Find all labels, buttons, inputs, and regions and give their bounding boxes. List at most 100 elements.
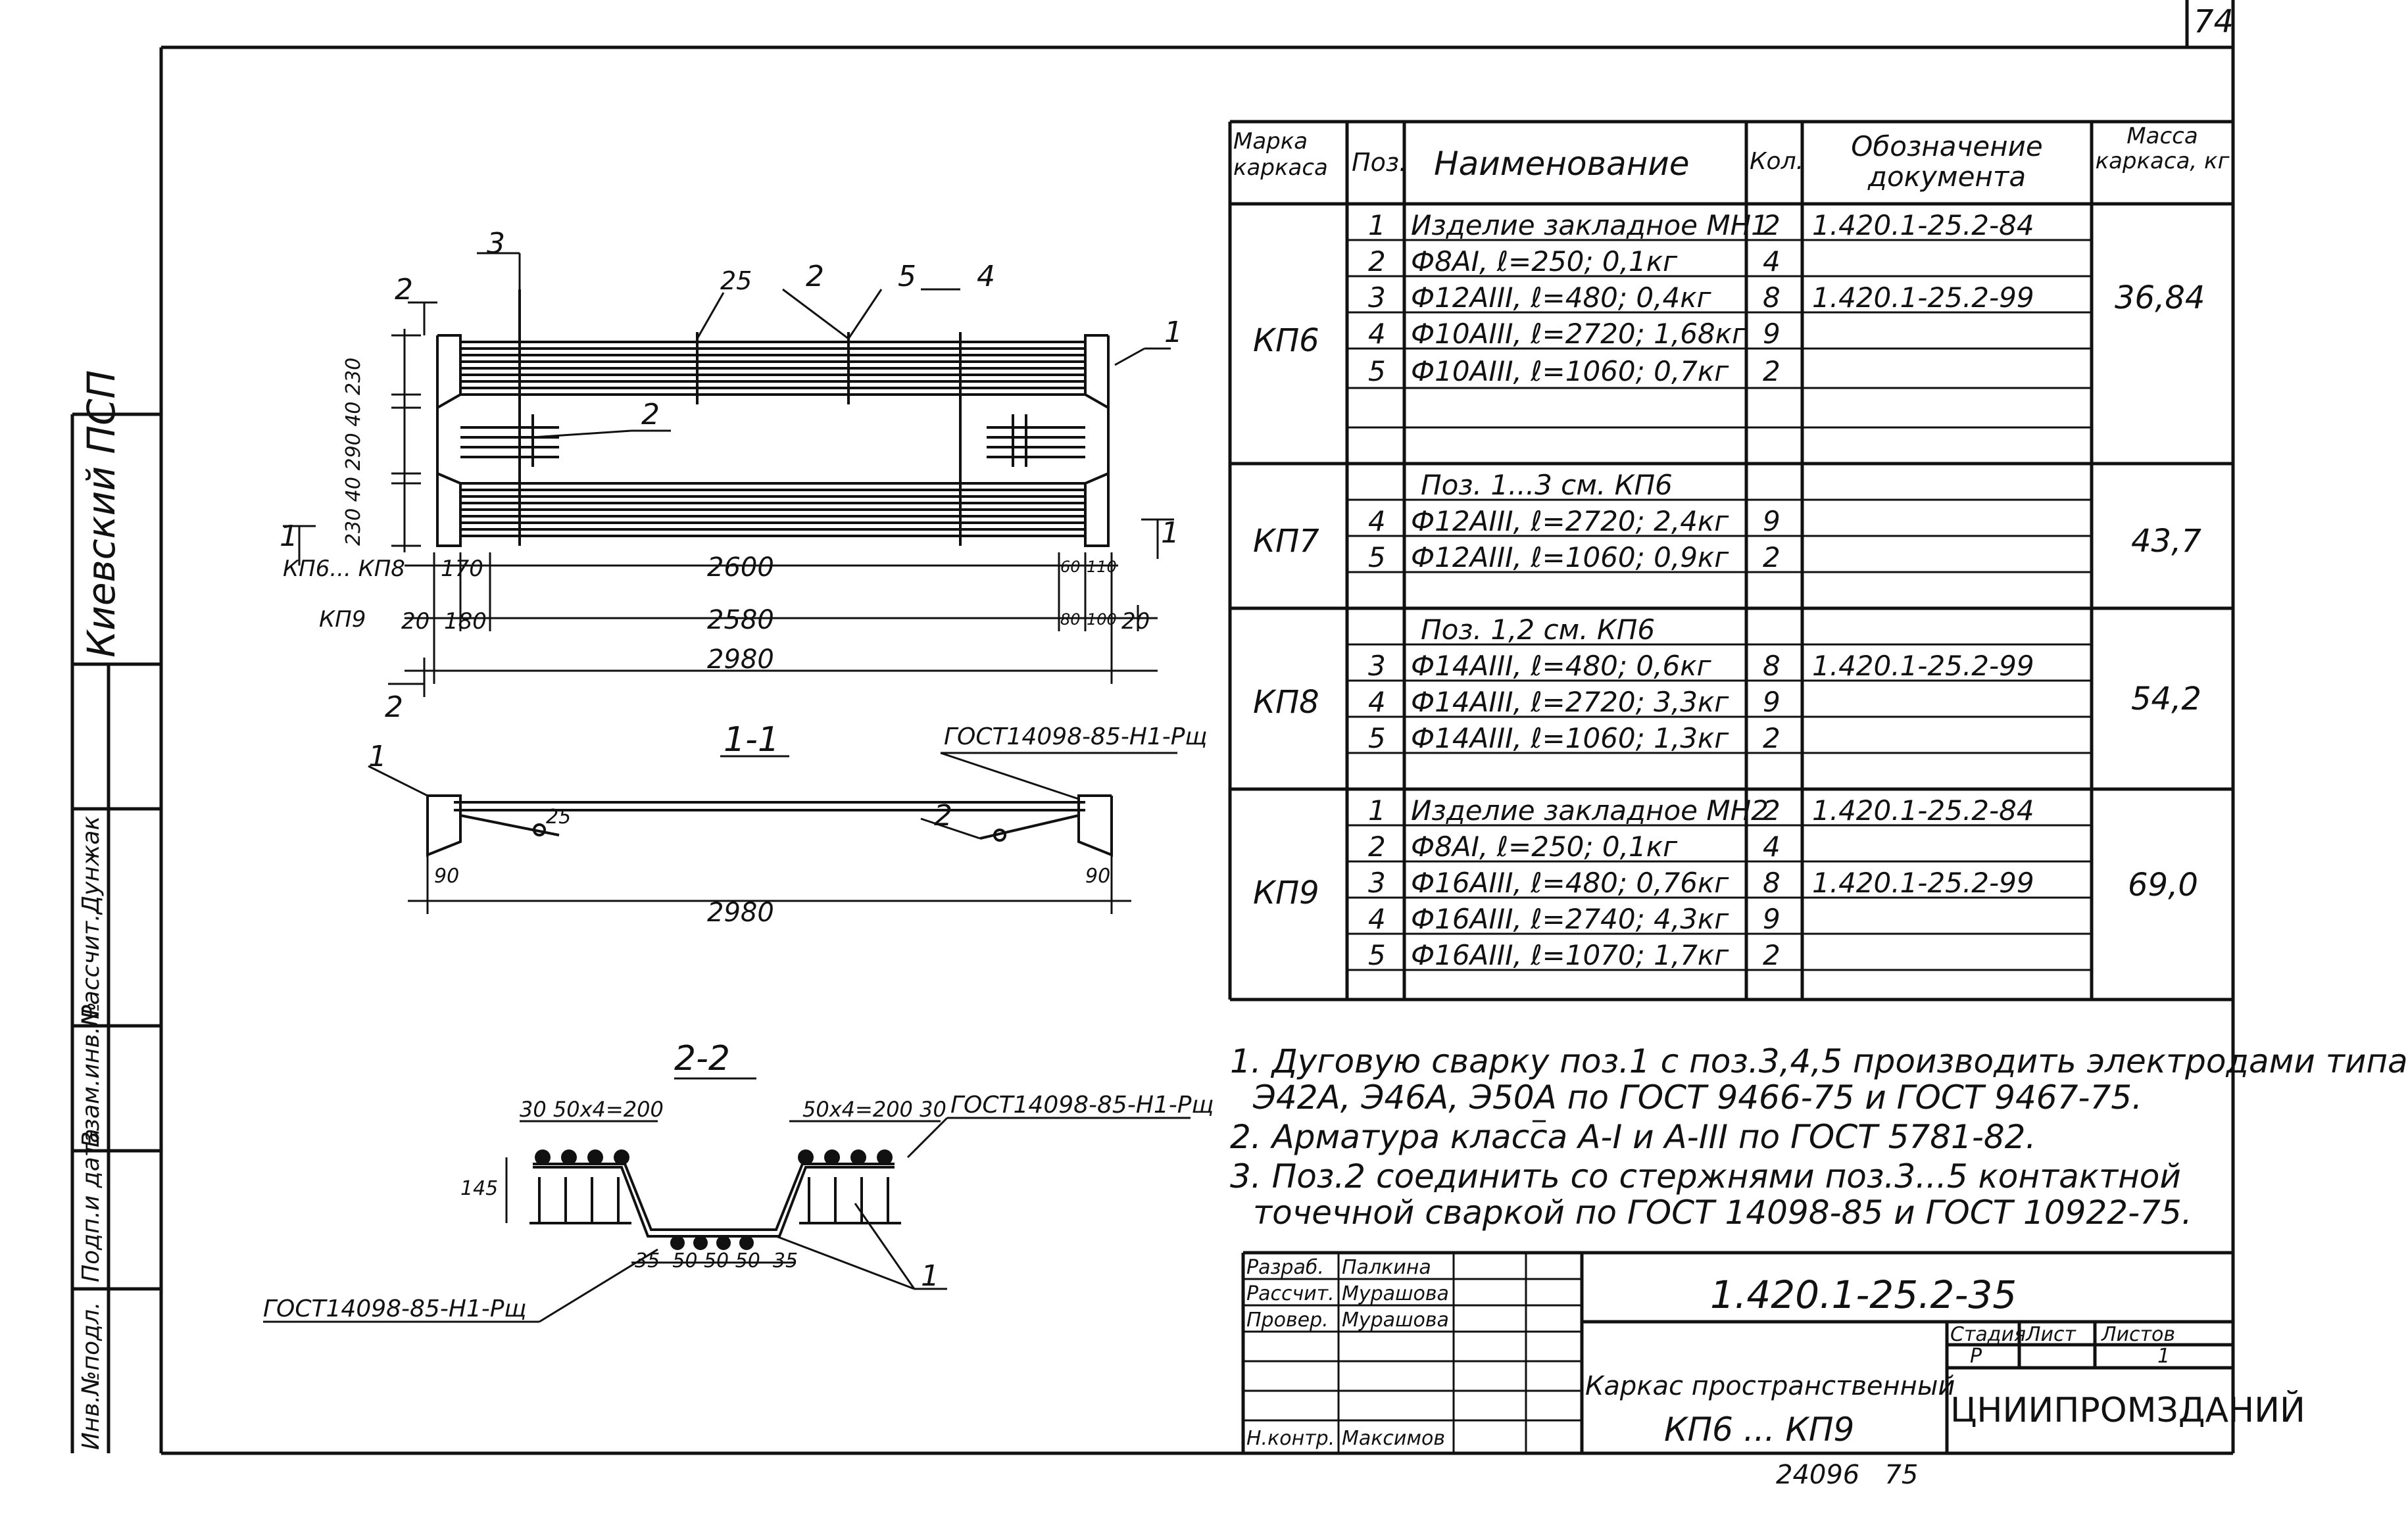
- dim-2600: 2600: [707, 552, 774, 583]
- group-mass-kp6: 36,84: [2115, 279, 2205, 316]
- row-name: Ф12АIII, ℓ=2720; 2,4кг: [1411, 505, 1729, 537]
- row-pos: 3: [1368, 650, 1386, 682]
- stage-label: Стадия: [1950, 1323, 2027, 1346]
- row-qty: 9: [1763, 318, 1781, 350]
- row-pos: 5: [1368, 355, 1386, 387]
- sig-name: Мурашова: [1342, 1309, 1449, 1332]
- row-pos: 5: [1368, 722, 1386, 754]
- header-doc: Обозначение документа: [1851, 130, 2043, 193]
- dim-2980: 2980: [707, 644, 774, 675]
- plan-side-dims: 230 40 290 40 230: [342, 357, 365, 546]
- sig-name: Максимов: [1342, 1427, 1446, 1450]
- title-line1: Каркас пространственный: [1585, 1371, 1955, 1401]
- header-pos: Поз.: [1352, 148, 1408, 177]
- plan-callout: 5: [898, 260, 916, 293]
- sheets-label: Листов: [2101, 1323, 2176, 1346]
- plan-callout: 2: [395, 273, 413, 306]
- row-qty: 8: [1763, 281, 1781, 314]
- plan-callout: 25: [720, 266, 752, 295]
- row-pos: 3: [1368, 281, 1386, 314]
- section-1-1-title: 1-1: [724, 720, 779, 760]
- note-3: 3. Поз.2 соединить со стержнями поз.3...…: [1230, 1157, 2181, 1195]
- title-line2: КП6 ... КП9: [1664, 1411, 1855, 1449]
- mark-kp9: КП9: [319, 606, 366, 633]
- plan-callout: 2: [385, 690, 403, 724]
- row-doc: 1.420.1-25.2-84: [1812, 209, 2034, 241]
- row-qty: 4: [1763, 831, 1781, 863]
- note-3-cont: точечной сваркой по ГОСТ 14098-85 и ГОСТ…: [1253, 1194, 2192, 1232]
- section-2-2-gost-left: ГОСТ14098-85-Н1-Рщ: [263, 1295, 527, 1322]
- row-name: Ф8АI, ℓ=250; 0,1кг: [1411, 245, 1678, 278]
- row-qty: 4: [1763, 245, 1781, 278]
- sheet-linework: [70, 0, 2235, 1455]
- header-qty: Кол.: [1750, 148, 1804, 175]
- row-pos: 2: [1368, 831, 1386, 863]
- stage-value: Р: [1970, 1345, 1982, 1368]
- note-1-cont: Э42А, Э46А, Э50А по ГОСТ 9466-75 и ГОСТ …: [1253, 1078, 2142, 1117]
- stamp-label-podp-data: Подп.и дата: [78, 1128, 105, 1282]
- row-doc: 1.420.1-25.2-99: [1812, 281, 2034, 314]
- row-doc: 1.420.1-25.2-84: [1812, 794, 2034, 827]
- dim-80: 80: [1060, 610, 1081, 629]
- row-name: Ф12АIII, ℓ=480; 0,4кг: [1411, 281, 1711, 314]
- row-pos: 2: [1368, 245, 1386, 278]
- row-name: Ф10АIII, ℓ=2720; 1,68кг: [1411, 318, 1747, 350]
- row-name: Изделие закладное МН1: [1411, 209, 1769, 241]
- row-pos: 4: [1368, 318, 1386, 350]
- sheet-label: Лист: [2026, 1323, 2076, 1346]
- row-qty: 9: [1763, 903, 1781, 935]
- plan-callout: 2: [806, 260, 824, 293]
- row-doc: 1.420.1-25.2-99: [1812, 650, 2034, 682]
- row-name: Поз. 1,2 см. КП6: [1421, 614, 1656, 646]
- section-2-2-dim-bottom: 35 50 50 50 35: [635, 1249, 799, 1272]
- row-pos: 5: [1368, 939, 1386, 971]
- dim-20a: 20: [401, 608, 430, 635]
- section-1-1-callout: 2: [934, 799, 952, 833]
- document-code: 1.420.1-25.2-35: [1710, 1272, 2017, 1317]
- dim-110: 110: [1087, 558, 1117, 576]
- row-name: Ф14АIII, ℓ=1060; 1,3кг: [1411, 722, 1729, 754]
- dim-100: 100: [1087, 610, 1117, 629]
- stamp-label-inv-podl: Инв.№подл.: [78, 1301, 105, 1450]
- stamp-label-dunzhak: Дунжак: [78, 815, 105, 914]
- section-2-2-dim-right: 50х4=200 30: [802, 1097, 946, 1122]
- header-mark: Марка каркаса: [1233, 128, 1328, 181]
- group-mark-kp8: КП8: [1253, 684, 1319, 721]
- bottom-numbers: 24096 75: [1776, 1460, 1919, 1490]
- group-mass-kp8: 54,2: [2131, 681, 2201, 717]
- dim-60: 60: [1060, 558, 1081, 576]
- row-qty: 2: [1763, 794, 1781, 827]
- header-name: Наименование: [1434, 145, 1690, 183]
- group-mark-kp6: КП6: [1253, 322, 1319, 359]
- row-pos: 1: [1368, 794, 1386, 827]
- plan-callout: 3: [487, 227, 505, 260]
- stamp-org: Киевский ПСП: [79, 370, 124, 658]
- note-1: 1. Дуговую сварку поз.1 с поз.3,4,5 прои…: [1230, 1042, 2408, 1080]
- dim-25: 25: [546, 806, 572, 829]
- section-2-2-dim-left: 30 50х4=200: [520, 1097, 664, 1122]
- row-pos: 5: [1368, 541, 1386, 573]
- page-number: 74: [2194, 3, 2234, 40]
- group-mass-kp9: 69,0: [2128, 867, 2198, 904]
- sig-name: Палкина: [1342, 1256, 1431, 1279]
- row-qty: 2: [1763, 722, 1781, 754]
- sig-role: Разраб.: [1246, 1256, 1324, 1279]
- row-qty: 8: [1763, 650, 1781, 682]
- plan-callout: 4: [977, 260, 995, 293]
- row-name: Ф14АIII, ℓ=2720; 3,3кг: [1411, 686, 1729, 718]
- dim-2980-1-1: 2980: [707, 898, 774, 928]
- row-name: Ф14АIII, ℓ=480; 0,6кг: [1411, 650, 1711, 682]
- dim-90b: 90: [1085, 865, 1111, 888]
- row-name: Ф16АIII, ℓ=480; 0,76кг: [1411, 867, 1729, 899]
- row-qty: 2: [1763, 209, 1781, 241]
- dim-20b: 20: [1121, 608, 1150, 635]
- row-qty: 8: [1763, 867, 1781, 899]
- row-qty: 2: [1763, 541, 1781, 573]
- plan-callout: 1: [1161, 516, 1179, 550]
- dim-90a: 90: [434, 865, 460, 888]
- section-2-2-callout: 1: [921, 1259, 939, 1293]
- row-qty: 2: [1763, 355, 1781, 387]
- section-2-2-d145: 145: [460, 1177, 499, 1200]
- stamp-label-vzam-inv: Взам.инв.№: [78, 1002, 105, 1147]
- row-doc: 1.420.1-25.2-99: [1812, 867, 2034, 899]
